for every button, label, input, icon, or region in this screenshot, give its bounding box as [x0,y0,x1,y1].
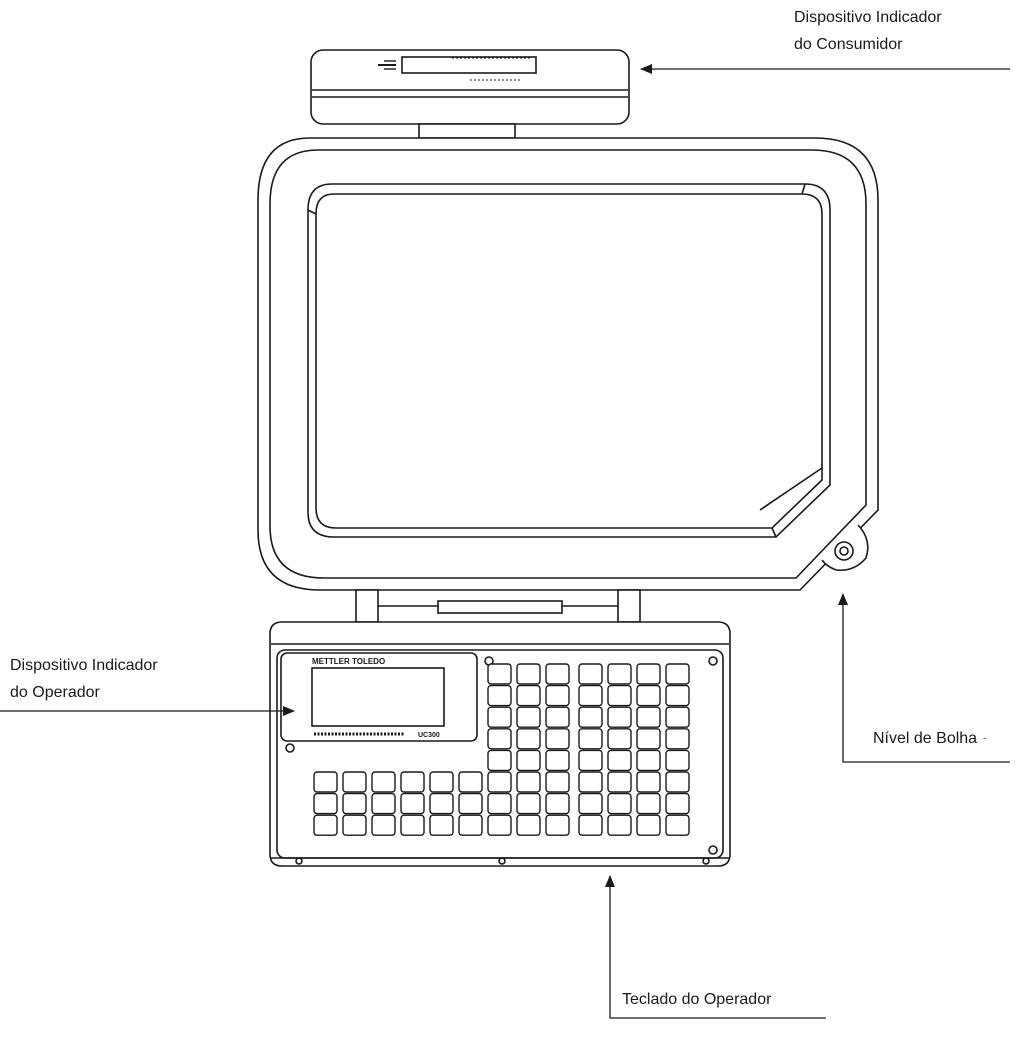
key-right-right-3-1[interactable] [607,728,632,750]
label-bubble-level: Nível de Bolha- [873,725,986,752]
key-right-right-7-3[interactable] [665,814,690,836]
key-right-right-3-0[interactable] [578,728,603,750]
bubble-leader [838,593,1010,763]
key-right-left-3-2[interactable] [545,728,570,750]
key-right-left-7-0[interactable] [487,814,512,836]
key-right-right-3-3[interactable] [665,728,690,750]
key-right-left-0-0[interactable] [487,663,512,685]
key-right-left-1-2[interactable] [545,684,570,707]
key-bottom-left-2-2[interactable] [371,814,396,836]
key-right-left-4-0[interactable] [487,749,512,772]
key-right-right-2-3[interactable] [665,706,690,728]
key-right-right-4-2[interactable] [636,749,661,772]
key-right-left-2-1[interactable] [516,706,541,728]
key-right-right-7-0[interactable] [578,814,603,836]
key-right-right-5-1[interactable] [607,771,632,793]
key-right-right-4-0[interactable] [578,749,603,772]
key-bottom-left-1-1[interactable] [342,792,367,815]
key-right-left-7-1[interactable] [516,814,541,836]
label-consumer-display: Dispositivo Indicador do Consumidor [794,4,942,58]
key-bottom-left-2-3[interactable] [400,814,425,836]
support-posts [355,589,641,623]
key-right-right-5-2[interactable] [636,771,661,793]
key-bottom-left-1-4[interactable] [429,792,454,815]
key-right-right-1-2[interactable] [636,684,661,707]
key-right-left-0-2[interactable] [545,663,570,685]
label-consumer-line1: Dispositivo Indicador [794,9,942,26]
key-right-right-0-1[interactable] [607,663,632,685]
key-bottom-left-0-1[interactable] [342,771,367,793]
key-right-left-1-1[interactable] [516,684,541,707]
key-right-right-6-3[interactable] [665,792,690,815]
label-operator-display: Dispositivo Indicador do Operador [10,652,158,706]
key-right-right-5-0[interactable] [578,771,603,793]
key-bottom-left-2-0[interactable] [313,814,338,836]
key-right-left-6-1[interactable] [516,792,541,815]
key-bottom-left-0-0[interactable] [313,771,338,793]
keypad [313,663,690,836]
key-right-right-7-2[interactable] [636,814,661,836]
label-keyboard-text: Teclado do Operador [622,991,772,1008]
key-bottom-left-1-2[interactable] [371,792,396,815]
key-right-right-0-3[interactable] [665,663,690,685]
key-right-right-2-1[interactable] [607,706,632,728]
key-bottom-left-2-5[interactable] [458,814,483,836]
key-bottom-left-0-3[interactable] [400,771,425,793]
key-bottom-left-0-5[interactable] [458,771,483,793]
key-right-left-3-1[interactable] [516,728,541,750]
key-right-right-1-3[interactable] [665,684,690,707]
key-right-left-0-1[interactable] [516,663,541,685]
key-right-left-4-2[interactable] [545,749,570,772]
key-right-right-6-0[interactable] [578,792,603,815]
key-right-left-6-0[interactable] [487,792,512,815]
key-right-right-3-2[interactable] [636,728,661,750]
key-right-left-2-0[interactable] [487,706,512,728]
key-right-left-6-2[interactable] [545,792,570,815]
key-right-right-2-0[interactable] [578,706,603,728]
model-text: UC300 [418,732,440,739]
consumer-display [310,49,630,125]
key-right-right-0-0[interactable] [578,663,603,685]
key-right-right-2-2[interactable] [636,706,661,728]
key-bottom-left-0-2[interactable] [371,771,396,793]
key-right-right-1-0[interactable] [578,684,603,707]
key-bottom-left-0-4[interactable] [429,771,454,793]
key-right-left-5-0[interactable] [487,771,512,793]
key-right-left-5-2[interactable] [545,771,570,793]
operator-display: METTLER TOLEDO UC300 [280,652,478,742]
key-right-right-6-2[interactable] [636,792,661,815]
label-operator-keyboard: Teclado do Operador [622,986,771,1013]
bubble-level [821,524,869,572]
label-bubble-mark: - [983,733,987,743]
label-operator-line1: Dispositivo Indicador [10,657,158,674]
key-right-left-4-1[interactable] [516,749,541,772]
key-right-right-4-3[interactable] [665,749,690,772]
key-right-right-5-3[interactable] [665,771,690,793]
key-bottom-left-2-4[interactable] [429,814,454,836]
weighing-platter [257,137,879,591]
key-right-left-7-2[interactable] [545,814,570,836]
key-right-right-1-1[interactable] [607,684,632,707]
key-right-left-5-1[interactable] [516,771,541,793]
key-right-left-2-2[interactable] [545,706,570,728]
key-right-left-3-0[interactable] [487,728,512,750]
key-right-right-4-1[interactable] [607,749,632,772]
brand-text: METTLER TOLEDO [312,657,385,666]
leader-lines [0,64,1010,1019]
label-operator-line2: do Operador [10,684,100,701]
key-bottom-left-1-0[interactable] [313,792,338,815]
key-right-right-6-1[interactable] [607,792,632,815]
key-right-left-1-0[interactable] [487,684,512,707]
keyboard-leader [605,875,826,1019]
key-bottom-left-1-3[interactable] [400,792,425,815]
label-bubble-text: Nível de Bolha [873,730,978,747]
label-consumer-line2: do Consumidor [794,36,903,53]
key-right-right-7-1[interactable] [607,814,632,836]
key-bottom-left-2-1[interactable] [342,814,367,836]
display-mast [418,123,516,139]
key-bottom-left-1-5[interactable] [458,792,483,815]
key-right-right-0-2[interactable] [636,663,661,685]
